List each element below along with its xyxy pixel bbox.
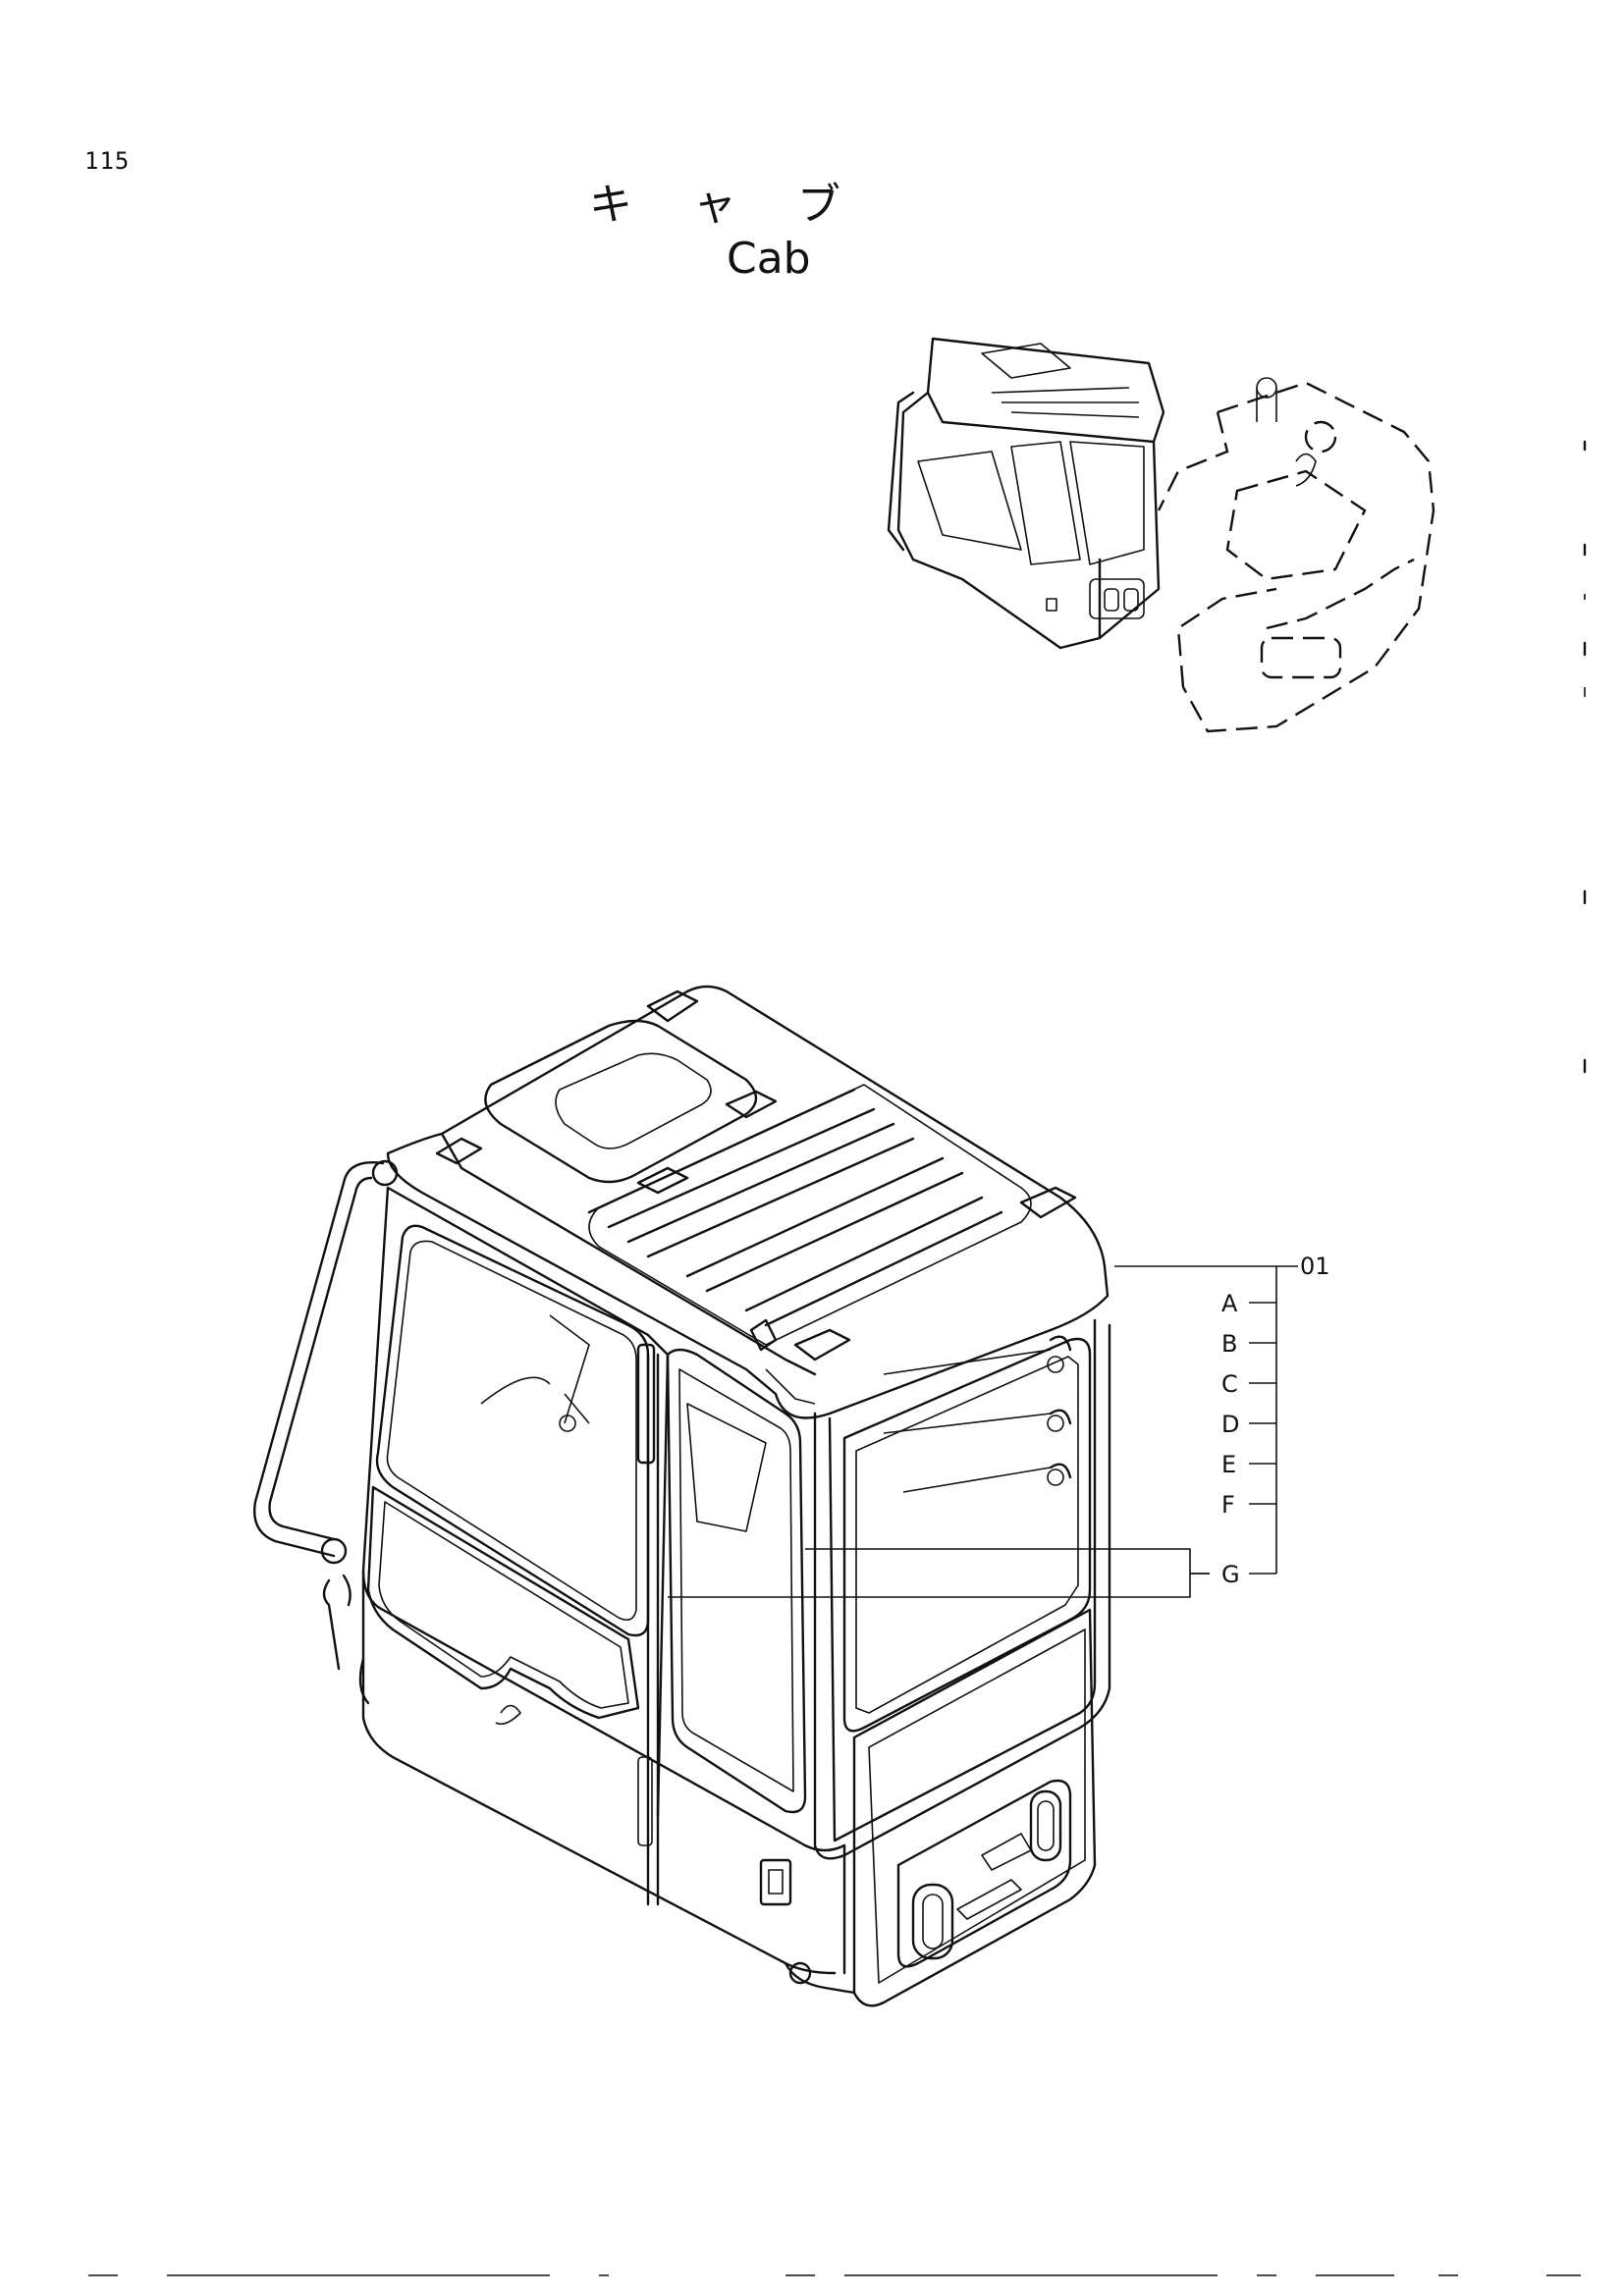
callout-label-f: F [1221,1491,1235,1519]
title-japanese: キャブ [589,180,901,230]
machine-overview-illustration [887,337,1435,733]
callout-label-b: B [1221,1330,1237,1358]
callout-label-e: E [1221,1451,1236,1478]
title-english: Cab [727,234,811,284]
callout-leaders [668,1265,1298,1598]
callout-label-c: C [1221,1370,1238,1398]
callout-label-g: G [1221,1561,1240,1588]
cab-assembly-illustration [253,985,1111,2007]
page-number: 115 [84,147,131,175]
callout-label-01: 01 [1300,1253,1330,1280]
callout-label-d: D [1221,1411,1239,1438]
callout-label-a: A [1221,1290,1238,1317]
